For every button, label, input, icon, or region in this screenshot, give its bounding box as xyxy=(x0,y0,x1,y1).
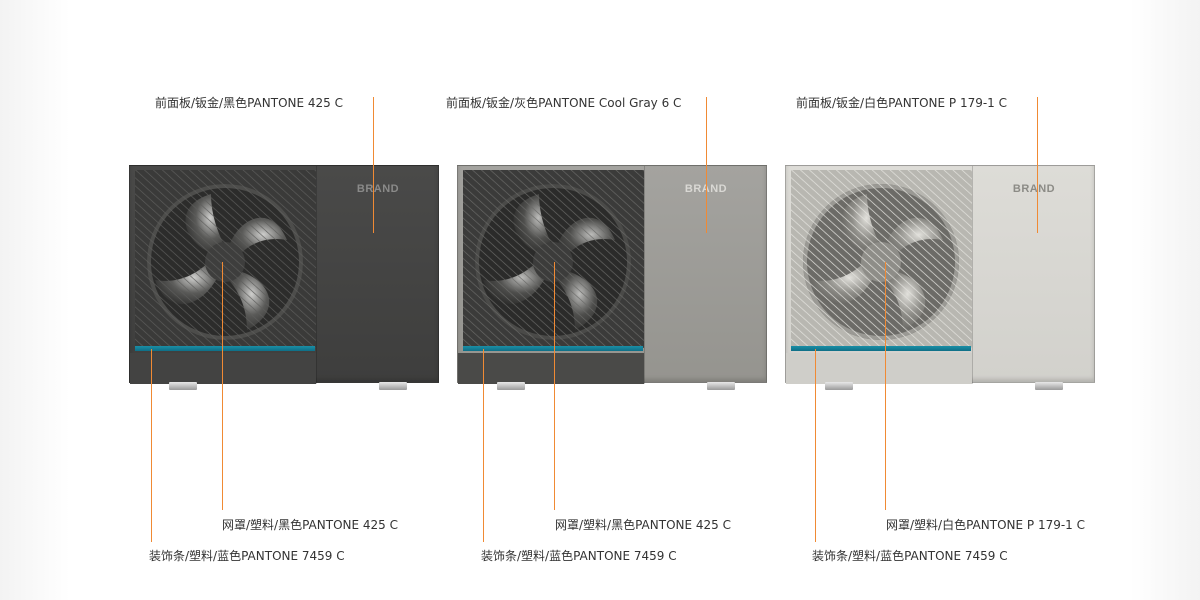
mounting-foot-left xyxy=(497,382,525,390)
fan-grille xyxy=(791,170,972,348)
heat-pump-unit-black: BRAND xyxy=(129,165,439,390)
lower-front-panel xyxy=(458,353,644,384)
brand-logo: BRAND xyxy=(644,183,768,195)
trim-label-1: 装饰条/塑料/蓝色PANTONE 7459 C xyxy=(149,549,345,563)
fan-grille xyxy=(135,170,316,348)
trim-label-2: 装饰条/塑料/蓝色PANTONE 7459 C xyxy=(481,549,677,563)
leader-line-trim-3 xyxy=(815,349,816,542)
leader-line-grille-3 xyxy=(885,262,886,510)
panel-seam xyxy=(316,166,317,384)
decorative-trim-strip xyxy=(463,346,643,351)
heat-pump-unit-white: BRAND xyxy=(785,165,1095,390)
cabinet: BRAND xyxy=(129,165,439,384)
leader-line-front-panel-2 xyxy=(706,97,707,233)
decorative-trim-strip xyxy=(135,346,315,351)
fan-icon xyxy=(135,170,316,348)
background-fade-left xyxy=(0,0,70,600)
front-panel-label-3: 前面板/钣金/白色PANTONE P 179-1 C xyxy=(796,96,1008,110)
front-panel-label-2: 前面板/钣金/灰色PANTONE Cool Gray 6 C xyxy=(446,96,682,110)
heat-pump-unit-gray: BRAND xyxy=(457,165,768,390)
fan-icon xyxy=(791,170,972,348)
panel-seam xyxy=(644,166,645,384)
leader-line-front-panel-3 xyxy=(1037,97,1038,233)
decorative-trim-strip xyxy=(791,346,971,351)
cabinet: BRAND xyxy=(785,165,1095,384)
lower-front-panel xyxy=(130,353,316,384)
fan-grille xyxy=(463,170,644,348)
background-fade-right xyxy=(1130,0,1200,600)
grille-label-2: 网罩/塑料/黑色PANTONE 425 C xyxy=(555,518,731,532)
mounting-foot-right xyxy=(379,382,407,390)
grille-label-3: 网罩/塑料/白色PANTONE P 179-1 C xyxy=(886,518,1086,532)
cabinet: BRAND xyxy=(457,165,768,384)
mounting-foot-right xyxy=(707,382,735,390)
leader-line-trim-2 xyxy=(483,349,484,542)
lower-front-panel xyxy=(786,353,972,384)
grille-label-1: 网罩/塑料/黑色PANTONE 425 C xyxy=(222,518,398,532)
mounting-foot-left xyxy=(825,382,853,390)
leader-line-trim-1 xyxy=(151,349,152,542)
panel-seam xyxy=(972,166,973,384)
brand-logo: BRAND xyxy=(356,183,400,195)
brand-logo: BRAND xyxy=(1012,183,1056,195)
mounting-foot-left xyxy=(169,382,197,390)
fan-icon xyxy=(463,170,644,348)
mounting-foot-right xyxy=(1035,382,1063,390)
leader-line-front-panel-1 xyxy=(373,97,374,233)
leader-line-grille-2 xyxy=(554,262,555,510)
leader-line-grille-1 xyxy=(222,262,223,510)
trim-label-3: 装饰条/塑料/蓝色PANTONE 7459 C xyxy=(812,549,1008,563)
front-panel-label-1: 前面板/钣金/黑色PANTONE 425 C xyxy=(155,96,343,110)
